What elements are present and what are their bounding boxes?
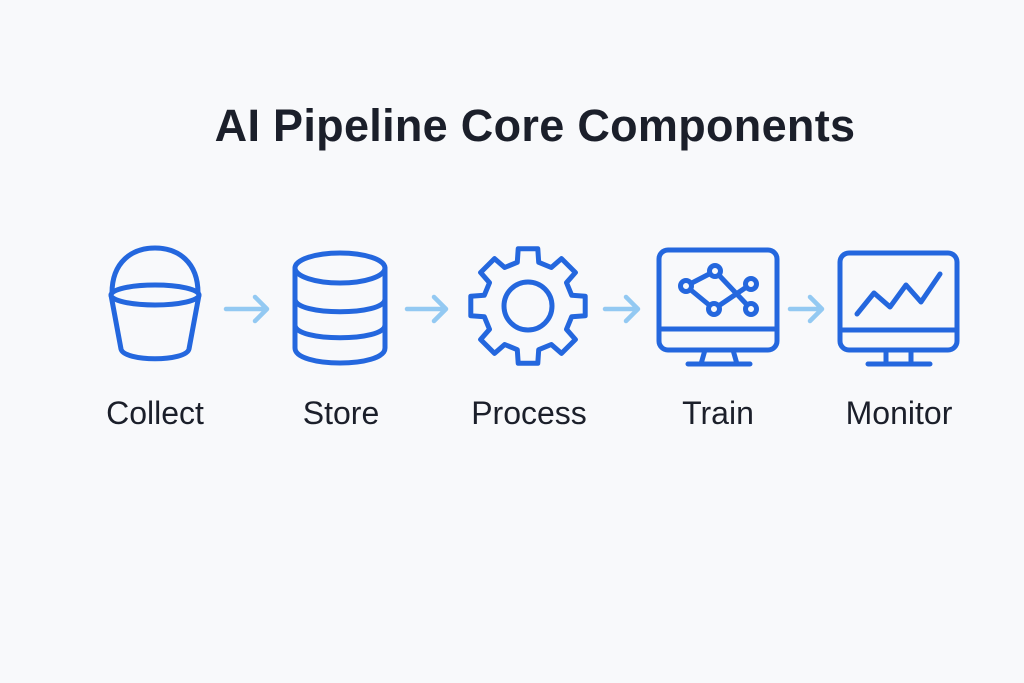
- step-label-monitor: Monitor: [845, 395, 953, 431]
- gear-icon: [468, 246, 588, 366]
- monitor-chart-icon: [837, 250, 960, 367]
- database-icon: [292, 250, 388, 366]
- monitor-network-icon: [656, 247, 780, 367]
- arrow-icon: [223, 294, 270, 324]
- arrow-icon: [602, 294, 641, 324]
- diagram-title: AI Pipeline Core Components: [214, 100, 856, 151]
- step-label-process: Process: [471, 395, 587, 431]
- arrow-icon: [404, 294, 449, 324]
- step-label-train: Train: [682, 395, 754, 431]
- bucket-icon: [108, 245, 202, 362]
- arrow-icon: [787, 294, 825, 324]
- step-label-collect: Collect: [106, 395, 204, 431]
- step-label-store: Store: [302, 395, 380, 431]
